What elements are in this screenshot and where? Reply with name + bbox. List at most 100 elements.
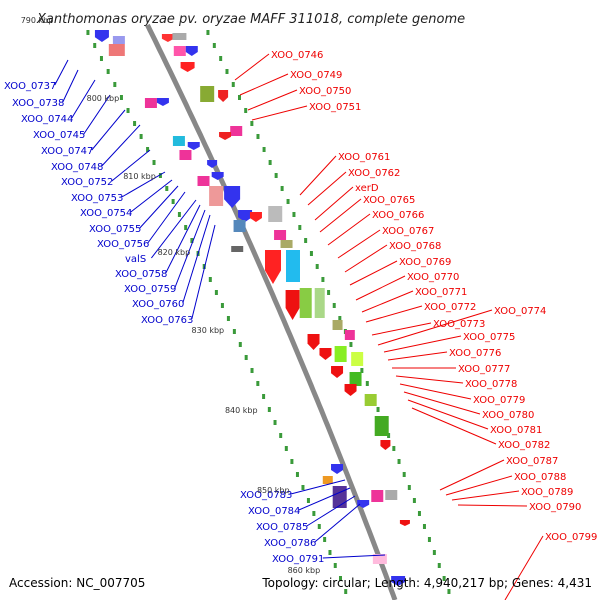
gene-labels: XOO_0737XOO_0738XOO_0744XOO_0745XOO_0747… (4, 50, 597, 565)
gene-label-left[interactable]: XOO_0760 (132, 299, 184, 310)
tick-dot (267, 407, 271, 412)
gene-arrow (211, 172, 224, 180)
gene-label-right[interactable]: XOO_0799 (545, 532, 597, 543)
gene-label-right[interactable]: XOO_0761 (338, 152, 390, 163)
gene-label-left[interactable]: valS (125, 254, 146, 265)
leader-line (314, 186, 354, 221)
tick-dot (262, 394, 266, 399)
tick-dot (323, 537, 327, 542)
gene-label-right[interactable]: XOO_0746 (271, 50, 323, 61)
gene-label-left[interactable]: XOO_0783 (240, 490, 292, 501)
gene-label-right[interactable]: XOO_0776 (449, 348, 501, 359)
gene-label-right[interactable]: XOO_0772 (424, 302, 476, 313)
gene-block (334, 346, 347, 362)
gene-label-right[interactable]: XOO_0789 (521, 487, 573, 498)
gene-label-right[interactable]: XOO_0780 (482, 410, 534, 421)
gene-label-right[interactable]: XOO_0767 (382, 226, 434, 237)
gene-label-right[interactable]: XOO_0769 (399, 257, 451, 268)
gene-arrow (180, 62, 195, 72)
tick-dot (126, 108, 130, 113)
leader-line (457, 504, 528, 507)
gene-label-left[interactable]: XOO_0786 (264, 538, 316, 549)
tick-dot (437, 563, 441, 568)
gene-block (179, 150, 192, 160)
gene-label-right[interactable]: XOO_0751 (309, 102, 361, 113)
gene-label-left[interactable]: XOO_0752 (61, 177, 113, 188)
gene-label-right[interactable]: XOO_0787 (506, 456, 558, 467)
gene-block (144, 98, 157, 108)
gene-label-right[interactable]: XOO_0774 (494, 306, 546, 317)
gene-label-left[interactable]: XOO_0754 (80, 208, 132, 219)
gene-label-left[interactable]: XOO_0745 (33, 130, 85, 141)
gene-label-left[interactable]: XOO_0737 (4, 81, 56, 92)
gene-label-right[interactable]: XOO_0766 (372, 210, 424, 221)
gene-label-left[interactable]: XOO_0738 (12, 98, 64, 109)
tick-dot (206, 30, 210, 35)
tick-dot (256, 381, 260, 386)
gene-label-right[interactable]: XOO_0782 (498, 440, 550, 451)
leader-line (327, 213, 371, 246)
gene-label-right[interactable]: XOO_0778 (465, 379, 517, 390)
leader-line (337, 229, 381, 259)
tick-dot (244, 355, 248, 360)
tick-dot (327, 290, 331, 295)
gene-label-right[interactable]: XOO_0765 (363, 195, 415, 206)
gene-label-right[interactable]: XOO_0750 (299, 86, 351, 97)
leader-line (299, 155, 337, 196)
leader-line (395, 375, 464, 384)
leader-line (407, 399, 489, 430)
tick-dot (190, 238, 194, 243)
gene-label-left[interactable]: XOO_0748 (51, 162, 103, 173)
gene-label-right[interactable]: XOO_0788 (514, 472, 566, 483)
tick-dot (106, 69, 110, 74)
gene-arrow (285, 290, 300, 320)
gene-label-left[interactable]: XOO_0756 (97, 239, 149, 250)
gene-block (274, 230, 287, 240)
leader-line (365, 305, 423, 323)
gene-block (197, 176, 210, 186)
gene-label-left[interactable]: XOO_0784 (248, 506, 300, 517)
gene-label-left[interactable]: XOO_0753 (71, 193, 123, 204)
gene-label-right[interactable]: XOO_0770 (407, 272, 459, 283)
gene-label-right[interactable]: XOO_0790 (529, 502, 581, 513)
tick-dot (93, 43, 97, 48)
gene-label-right[interactable]: XOO_0768 (389, 241, 441, 252)
tick-dot (219, 56, 223, 61)
gene-label-right[interactable]: XOO_0779 (473, 395, 525, 406)
gene-arrow (344, 384, 357, 396)
gene-label-right[interactable]: xerD (355, 183, 379, 194)
gene-label-right[interactable]: XOO_0775 (463, 332, 515, 343)
tick-dot (220, 303, 224, 308)
tick-dot (284, 446, 288, 451)
tick-dot (139, 134, 143, 139)
gene-label-left[interactable]: XOO_0744 (21, 114, 73, 125)
gene-label-left[interactable]: XOO_0759 (124, 284, 176, 295)
gene-label-right[interactable]: XOO_0777 (458, 364, 510, 375)
gene-label-right[interactable]: XOO_0781 (490, 425, 542, 436)
tick-dot (295, 472, 299, 477)
gene-block (108, 44, 125, 56)
leader-line (403, 391, 481, 415)
tick-dot (250, 121, 254, 126)
gene-label-left[interactable]: XOO_0785 (256, 522, 308, 533)
gene-label-left[interactable]: XOO_0755 (89, 224, 141, 235)
tick-dot (256, 134, 260, 139)
leader-line (174, 209, 206, 289)
leader-line (411, 407, 497, 445)
gene-label-left[interactable]: XOO_0791 (272, 554, 324, 565)
gene-label-left[interactable]: XOO_0763 (141, 315, 193, 326)
tick-dot (280, 186, 284, 191)
tick-dot (349, 342, 353, 347)
leader-line (71, 79, 96, 119)
gene-label-right[interactable]: XOO_0762 (348, 168, 400, 179)
leader-line (130, 179, 173, 213)
tick-dot (226, 316, 230, 321)
tick-dot (274, 173, 278, 178)
gene-label-left[interactable]: XOO_0758 (115, 269, 167, 280)
gene-label-right[interactable]: XOO_0773 (433, 319, 485, 330)
gene-label-left[interactable]: XOO_0747 (41, 146, 93, 157)
gene-label-right[interactable]: XOO_0749 (290, 70, 342, 81)
gene-label-right[interactable]: XOO_0771 (415, 287, 467, 298)
